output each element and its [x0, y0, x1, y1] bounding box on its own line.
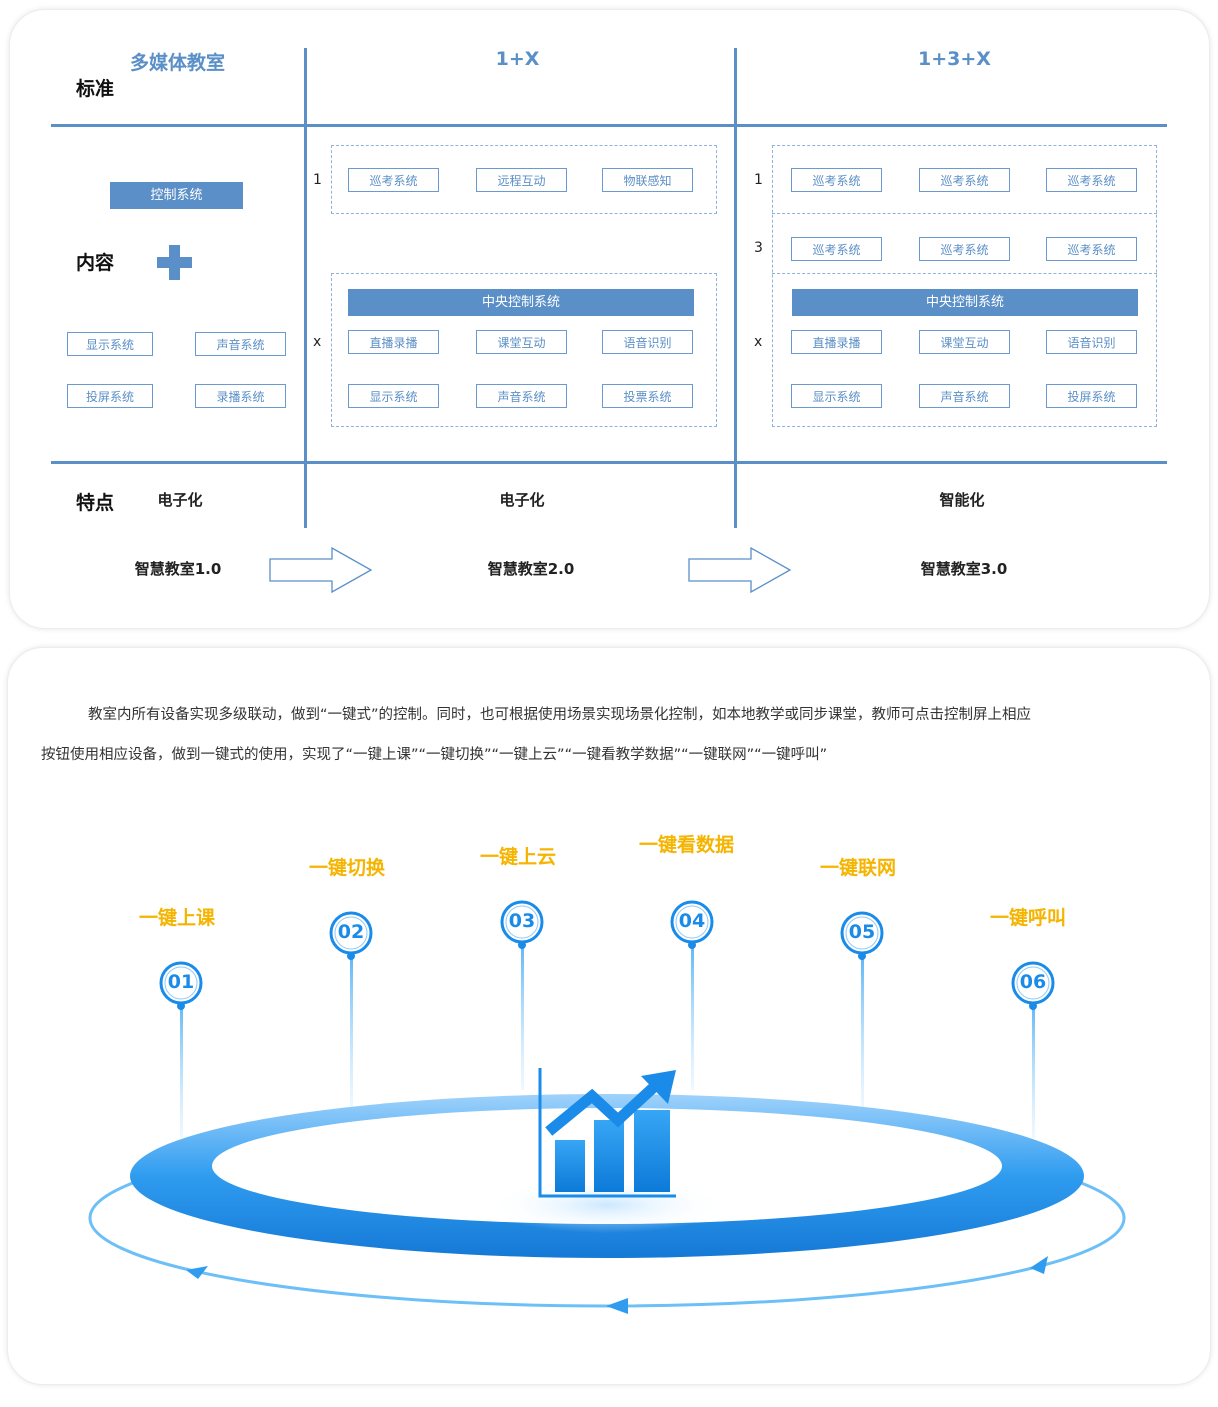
stem-04 [691, 940, 694, 1090]
evolution-table-card [9, 9, 1210, 629]
col3-divider-1 [772, 213, 1157, 214]
grid-hline-2 [51, 461, 1167, 464]
feature-col3: 智能化 [939, 491, 985, 509]
stem-03 [521, 940, 524, 1090]
col2-x-label: x [313, 334, 322, 350]
col2-row1-group [331, 145, 717, 214]
col3-box-cast: 投屏系统 [1046, 384, 1137, 408]
pin-05 [840, 911, 884, 960]
col3-box-voice: 语音识别 [1046, 330, 1137, 354]
ring-arrow-right [1030, 1256, 1048, 1274]
pin-number-03: 03 [508, 910, 536, 932]
description-line-1: 教室内所有设备实现多级联动，做到“一键式”的控制。同时，也可根据使用场景实现场景… [88, 707, 1032, 723]
col3-box-interact: 课堂互动 [919, 330, 1010, 354]
col3-r1-box-2: 巡考系统 [919, 168, 1010, 192]
feature-label-04: 一键看数据 [639, 834, 735, 856]
grid-hline-1 [51, 124, 1167, 127]
col3-box-display: 显示系统 [791, 384, 882, 408]
col3-divider-2 [772, 273, 1157, 274]
version-3: 智慧教室3.0 [920, 560, 1008, 578]
ring-arrow-left [186, 1266, 208, 1279]
col-header-1x: 1+X [495, 48, 540, 70]
col2-central-control: 中央控制系统 [348, 289, 694, 316]
col3-x-label: x [754, 334, 763, 350]
row-header-feature: 特点 [76, 492, 115, 514]
col2-box-sound: 声音系统 [476, 384, 567, 408]
description-text: 教室内所有设备实现多级联动，做到“一键式”的控制。同时，也可根据使用场景实现场景… [41, 695, 1171, 775]
version-2: 智慧教室2.0 [487, 560, 575, 578]
pin-number-01: 01 [167, 971, 195, 993]
col3-r1-box-1: 巡考系统 [791, 168, 882, 192]
pin-number-06: 06 [1019, 971, 1047, 993]
feature-label-03: 一键上云 [480, 846, 557, 868]
col3-central-control: 中央控制系统 [792, 289, 1138, 316]
grid-vline-1 [304, 48, 307, 528]
col3-row1-label: 1 [754, 172, 763, 188]
pin-01 [159, 961, 203, 1010]
plus-icon [157, 245, 192, 280]
pin-number-02: 02 [337, 921, 365, 943]
col2-box-iot: 物联感知 [602, 168, 693, 192]
col3-r3-box-3: 巡考系统 [1046, 237, 1137, 261]
feature-label-06: 一键呼叫 [990, 907, 1067, 929]
pin-number-04: 04 [678, 910, 706, 932]
col2-row1-label: 1 [313, 172, 322, 188]
col3-r3-box-2: 巡考系统 [919, 237, 1010, 261]
col3-box-sound: 声音系统 [919, 384, 1010, 408]
grid-vline-2 [734, 48, 737, 528]
feature-label-01: 一键上课 [139, 907, 216, 929]
col3-group [772, 145, 1157, 427]
pin-03 [500, 900, 544, 949]
one-key-card [7, 647, 1211, 1385]
col-header-13x: 1+3+X [918, 48, 991, 70]
version-1: 智慧教室1.0 [134, 560, 222, 578]
ring-arrow-bottom [606, 1298, 628, 1314]
col3-r1-box-3: 巡考系统 [1046, 168, 1137, 192]
description-line-2: 按钮使用相应设备，做到一键式的使用，实现了“一键上课”“一键切换”“一键上云”“… [41, 747, 828, 763]
stem-02 [350, 950, 353, 1110]
col2-box-live: 直播录播 [348, 330, 439, 354]
pin-04 [670, 900, 714, 949]
box-record-system: 录播系统 [195, 384, 286, 408]
pin-number-05: 05 [848, 921, 876, 943]
col2-box-vote: 投票系统 [602, 384, 693, 408]
row-header-content: 内容 [76, 252, 115, 274]
col3-box-live: 直播录播 [791, 330, 882, 354]
col2-box-display: 显示系统 [348, 384, 439, 408]
growth-chart-icon [538, 1068, 676, 1198]
col3-row3-label: 3 [754, 240, 763, 256]
box-display-system: 显示系统 [67, 332, 153, 356]
box-cast-system: 投屏系统 [67, 384, 153, 408]
feature-label-02: 一键切换 [309, 857, 386, 879]
box-sound-system: 声音系统 [195, 332, 286, 356]
col2-box-voice: 语音识别 [602, 330, 693, 354]
feature-label-05: 一键联网 [820, 857, 897, 879]
feature-col1: 电子化 [157, 491, 203, 509]
control-system-bar: 控制系统 [110, 182, 243, 209]
feature-col2: 电子化 [499, 491, 545, 509]
col2-box-interact: 课堂互动 [476, 330, 567, 354]
col2-box-remote: 远程互动 [476, 168, 567, 192]
arrow-right-icon-2 [687, 546, 793, 598]
arrow-right-icon-1 [268, 546, 374, 598]
pin-06 [1011, 961, 1055, 1010]
row-header-standard: 标准 [76, 78, 115, 100]
stem-01 [180, 998, 183, 1138]
col2-box-patrol: 巡考系统 [348, 168, 439, 192]
col2-x-group [331, 273, 717, 427]
col3-r3-box-1: 巡考系统 [791, 237, 882, 261]
stem-05 [861, 950, 864, 1110]
pin-02 [329, 911, 373, 960]
col-header-multimedia: 多媒体教室 [129, 52, 225, 74]
stem-06 [1032, 998, 1035, 1138]
